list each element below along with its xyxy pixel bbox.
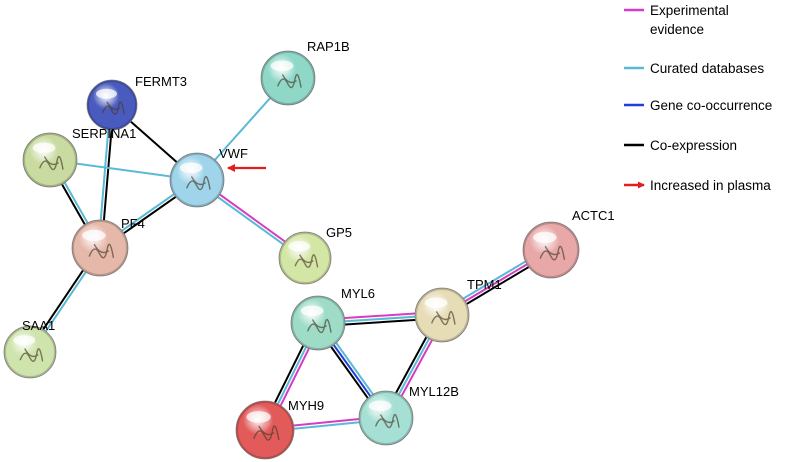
node-myl12b[interactable]: MYL12B <box>358 384 459 446</box>
protein-structure-icon <box>39 155 64 171</box>
legend-label: Curated databases <box>650 61 764 76</box>
legend-label: Co-expression <box>650 138 737 153</box>
node-label: ACTC1 <box>572 208 615 223</box>
protein-structure-icon <box>539 245 566 261</box>
node-rim <box>523 222 579 278</box>
node-rim <box>87 80 137 130</box>
node-gp5[interactable]: GP5 <box>278 225 352 285</box>
node-vwf[interactable]: VWF <box>169 146 248 208</box>
protein-structure-icon <box>375 413 400 429</box>
node-highlight <box>32 142 56 154</box>
node-tpm1[interactable]: TPM1 <box>414 277 502 343</box>
node-label: TPM1 <box>467 277 502 292</box>
node-pf4[interactable]: PF4 <box>71 216 145 277</box>
node-rim <box>236 401 294 459</box>
node-highlight <box>270 60 294 72</box>
legend-label: Experimental <box>650 3 729 18</box>
protein-structure-icon <box>102 101 125 115</box>
node-label: MYL12B <box>409 384 459 399</box>
node-rim <box>170 153 224 207</box>
legend-label: evidence <box>650 22 704 37</box>
node-label: MYL6 <box>341 286 375 301</box>
node-highlight <box>246 411 271 423</box>
node-fermt3[interactable]: FERMT3 <box>86 74 187 131</box>
protein-structure-icon <box>186 175 211 191</box>
node-highlight <box>13 335 36 346</box>
node-rim <box>72 220 128 276</box>
node-label: FERMT3 <box>135 74 187 89</box>
legend-item-experimental: Experimental evidence <box>624 3 729 37</box>
protein-structure-icon <box>88 243 115 259</box>
node-highlight <box>424 297 448 309</box>
protein-structure-icon <box>307 318 332 334</box>
node-myh9[interactable]: MYH9 <box>235 398 324 460</box>
node-label: GP5 <box>326 225 352 240</box>
node-label: RAP1B <box>307 39 350 54</box>
legend-item-cooccurrence: Gene co-occurrence <box>624 98 772 113</box>
node-label: SERPINA1 <box>72 126 136 141</box>
node-rim <box>359 391 413 445</box>
legend-label: Increased in plasma <box>650 178 771 193</box>
node-highlight <box>368 400 392 412</box>
node-rim <box>4 326 56 378</box>
node-highlight <box>288 241 311 252</box>
protein-structure-icon <box>19 348 44 362</box>
protein-structure-icon <box>294 254 319 268</box>
node-saa1[interactable]: SAA1 <box>3 318 57 379</box>
node-rap1b[interactable]: RAP1B <box>260 39 350 106</box>
node-myl6[interactable]: MYL6 <box>290 286 375 351</box>
node-highlight <box>179 162 203 174</box>
node-rim <box>261 51 315 105</box>
node-highlight <box>300 305 324 317</box>
node-highlight <box>533 231 557 243</box>
node-label: SAA1 <box>22 318 55 333</box>
node-rim <box>415 288 469 342</box>
node-label: MYH9 <box>288 398 324 413</box>
legend-item-coexpression: Co-expression <box>624 138 737 153</box>
node-highlight <box>96 88 117 99</box>
node-highlight <box>82 229 106 241</box>
node-label: VWF <box>219 146 248 161</box>
legend-item-curated: Curated databases <box>624 61 764 76</box>
node-serpina1[interactable]: SERPINA1 <box>22 126 136 188</box>
protein-structure-icon <box>277 73 302 89</box>
node-actc1[interactable]: ACTC1 <box>522 208 615 279</box>
node-rim <box>23 133 77 187</box>
node-rim <box>291 296 345 350</box>
node-rim <box>279 232 331 284</box>
protein-structure-icon <box>431 310 456 326</box>
node-label: PF4 <box>121 216 145 231</box>
protein-structure-icon <box>253 425 280 441</box>
legend-label: Gene co-occurrence <box>650 98 772 113</box>
legend-item-increased: Increased in plasma <box>624 178 771 193</box>
